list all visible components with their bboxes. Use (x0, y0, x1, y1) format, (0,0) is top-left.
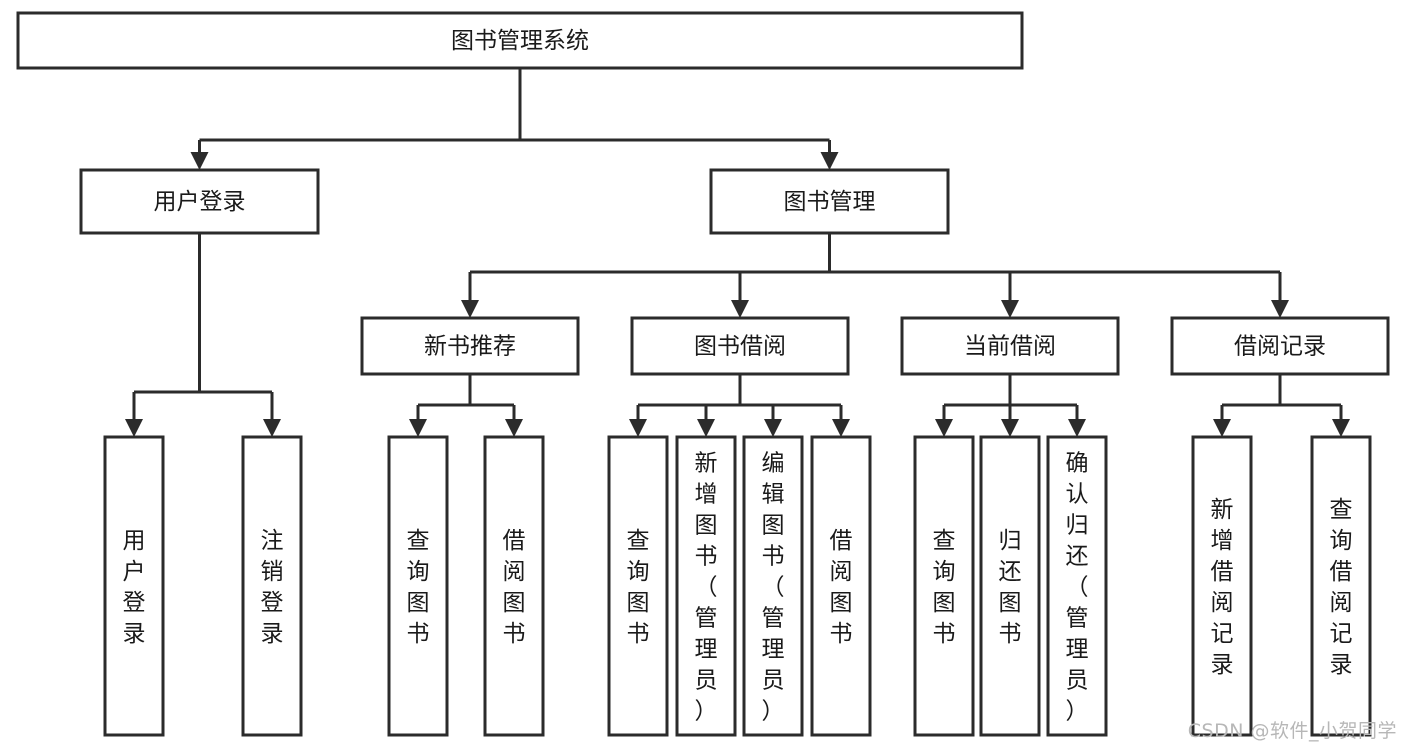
node-leaf-add-record-box[interactable] (1191, 435, 1253, 737)
node-user-login-label: 用户登录 (154, 189, 246, 215)
node-leaf-logout[interactable]: 注销登录 (241, 435, 303, 737)
node-leaf-edit-book[interactable]: 编辑图书（管理员） (742, 435, 804, 737)
connector-edges (125, 68, 1350, 437)
node-leaf-logout-box[interactable] (241, 435, 303, 737)
node-leaf-query-book-cur-box[interactable] (913, 435, 975, 737)
node-leaf-query-book-rec[interactable]: 查询图书 (387, 435, 449, 737)
node-leaf-return-book-label: 归还图书 (999, 528, 1022, 647)
node-current-borrow-label: 当前借阅 (964, 334, 1056, 360)
node-leaf-query-book-rec-box[interactable] (387, 435, 449, 737)
node-leaf-edit-book-box[interactable] (742, 435, 804, 737)
node-user-login-box[interactable] (79, 168, 320, 235)
node-leaf-confirm-return-box[interactable] (1046, 435, 1108, 737)
node-root-label: 图书管理系统 (451, 28, 589, 54)
node-leaf-add-book[interactable]: 新增图书（管理员） (675, 435, 737, 737)
node-leaf-user-login-label: 用户登录 (123, 528, 146, 647)
node-new-book-rec-box[interactable] (360, 316, 580, 376)
node-root-box[interactable] (16, 11, 1024, 70)
node-book-borrow-box[interactable] (630, 316, 850, 376)
node-book-manage[interactable]: 图书管理 (709, 168, 950, 235)
node-book-manage-box[interactable] (709, 168, 950, 235)
node-leaf-user-login-box[interactable] (103, 435, 165, 737)
node-book-borrow[interactable]: 图书借阅 (630, 316, 850, 376)
node-leaf-borrow-book-rec-label: 借阅图书 (503, 528, 526, 647)
diagram-nodes: 图书管理系统用户登录图书管理新书推荐图书借阅当前借阅借阅记录用户登录注销登录查询… (16, 11, 1390, 737)
node-book-borrow-label: 图书借阅 (694, 334, 786, 360)
node-leaf-query-book-cur[interactable]: 查询图书 (913, 435, 975, 737)
node-borrow-record-box[interactable] (1170, 316, 1390, 376)
node-leaf-return-book[interactable]: 归还图书 (979, 435, 1041, 737)
node-leaf-query-record[interactable]: 查询借阅记录 (1310, 435, 1372, 737)
node-leaf-query-book-borrow-label: 查询图书 (627, 528, 650, 647)
node-leaf-add-record[interactable]: 新增借阅记录 (1191, 435, 1253, 737)
node-book-manage-label: 图书管理 (784, 189, 876, 215)
node-borrow-record-label: 借阅记录 (1234, 334, 1326, 360)
node-leaf-edit-book-label: 编辑图书（管理员） (762, 451, 785, 725)
node-leaf-query-book-borrow-box[interactable] (607, 435, 669, 737)
node-leaf-return-book-box[interactable] (979, 435, 1041, 737)
node-leaf-add-record-label: 新增借阅记录 (1211, 497, 1234, 678)
node-leaf-confirm-return-label: 确认归还（管理员） (1066, 451, 1089, 725)
node-root[interactable]: 图书管理系统 (16, 11, 1024, 70)
node-user-login[interactable]: 用户登录 (79, 168, 320, 235)
node-leaf-query-record-label: 查询借阅记录 (1330, 497, 1353, 678)
node-current-borrow-box[interactable] (900, 316, 1120, 376)
node-leaf-query-book-rec-label: 查询图书 (407, 528, 430, 647)
node-leaf-add-book-box[interactable] (675, 435, 737, 737)
node-leaf-query-record-box[interactable] (1310, 435, 1372, 737)
node-leaf-confirm-return[interactable]: 确认归还（管理员） (1046, 435, 1108, 737)
node-leaf-query-book-cur-label: 查询图书 (933, 528, 956, 647)
node-borrow-record[interactable]: 借阅记录 (1170, 316, 1390, 376)
node-leaf-logout-label: 注销登录 (261, 528, 284, 647)
node-leaf-borrow-book[interactable]: 借阅图书 (810, 435, 872, 737)
node-new-book-rec-label: 新书推荐 (424, 334, 516, 360)
node-current-borrow[interactable]: 当前借阅 (900, 316, 1120, 376)
node-leaf-borrow-book-rec[interactable]: 借阅图书 (483, 435, 545, 737)
node-leaf-add-book-label: 新增图书（管理员） (695, 451, 718, 725)
node-leaf-borrow-book-box[interactable] (810, 435, 872, 737)
node-leaf-borrow-book-rec-box[interactable] (483, 435, 545, 737)
node-leaf-user-login[interactable]: 用户登录 (103, 435, 165, 737)
node-new-book-rec[interactable]: 新书推荐 (360, 316, 580, 376)
node-leaf-query-book-borrow[interactable]: 查询图书 (607, 435, 669, 737)
node-leaf-borrow-book-label: 借阅图书 (830, 528, 853, 647)
